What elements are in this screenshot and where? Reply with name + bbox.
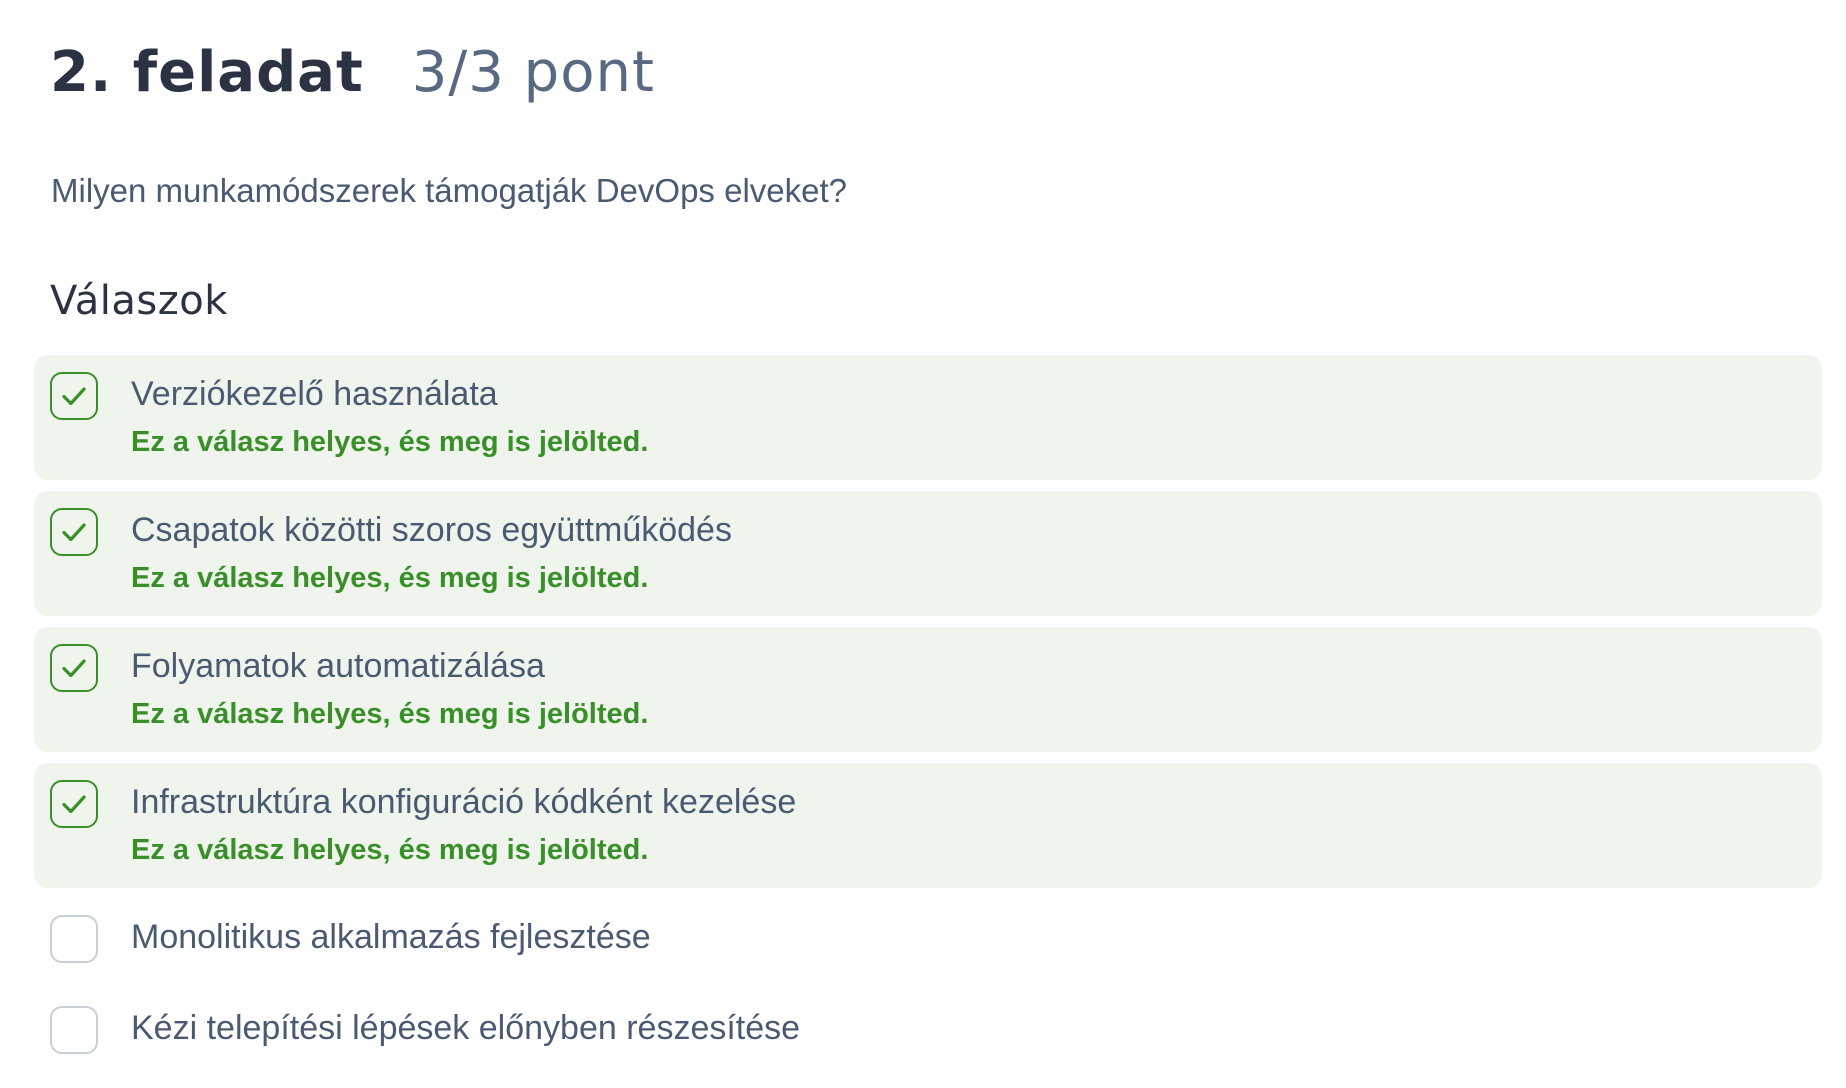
answer-feedback: Ez a válasz helyes, és meg is jelölted. [131, 562, 649, 594]
answer-item: Kézi telepítési lépések előnyben részesí… [34, 990, 1822, 1070]
answer-checkbox-checked[interactable] [50, 780, 98, 828]
answer-checkbox-unchecked[interactable] [50, 1006, 98, 1054]
answer-label: Infrastruktúra konfiguráció kódként keze… [131, 783, 797, 821]
task-score: 3/3 pont [411, 40, 655, 105]
task-header: 2. feladat 3/3 pont [50, 40, 655, 105]
answer-label: Folyamatok automatizálása [131, 647, 545, 685]
answer-item-correct: Infrastruktúra konfiguráció kódként keze… [34, 763, 1822, 888]
answer-item-correct: Folyamatok automatizálása Ez a válasz he… [34, 627, 1822, 752]
answer-feedback: Ez a válasz helyes, és meg is jelölted. [131, 698, 649, 730]
answer-feedback: Ez a válasz helyes, és meg is jelölted. [131, 426, 649, 458]
check-icon [62, 659, 86, 678]
answer-checkbox-checked[interactable] [50, 644, 98, 692]
check-icon [62, 523, 86, 542]
answer-item-correct: Csapatok közötti szoros együttműködés Ez… [34, 491, 1822, 616]
question-text: Milyen munkamódszerek támogatják DevOps … [51, 172, 848, 209]
check-icon [62, 387, 86, 406]
answer-label: Verziókezelő használata [131, 375, 498, 413]
answer-list: Verziókezelő használata Ez a válasz hely… [34, 355, 1822, 1081]
task-title: 2. feladat [50, 40, 364, 105]
answer-checkbox-unchecked[interactable] [50, 915, 98, 963]
answer-label: Monolitikus alkalmazás fejlesztése [131, 918, 651, 956]
answer-label: Csapatok közötti szoros együttműködés [131, 511, 732, 549]
check-icon [62, 795, 86, 814]
answer-checkbox-checked[interactable] [50, 508, 98, 556]
answer-feedback: Ez a válasz helyes, és meg is jelölted. [131, 834, 649, 866]
answer-item: Monolitikus alkalmazás fejlesztése [34, 899, 1822, 979]
answer-checkbox-checked[interactable] [50, 372, 98, 420]
answer-item-correct: Verziókezelő használata Ez a válasz hely… [34, 355, 1822, 480]
answers-heading: Válaszok [50, 278, 228, 324]
answer-label: Kézi telepítési lépések előnyben részesí… [131, 1009, 801, 1047]
